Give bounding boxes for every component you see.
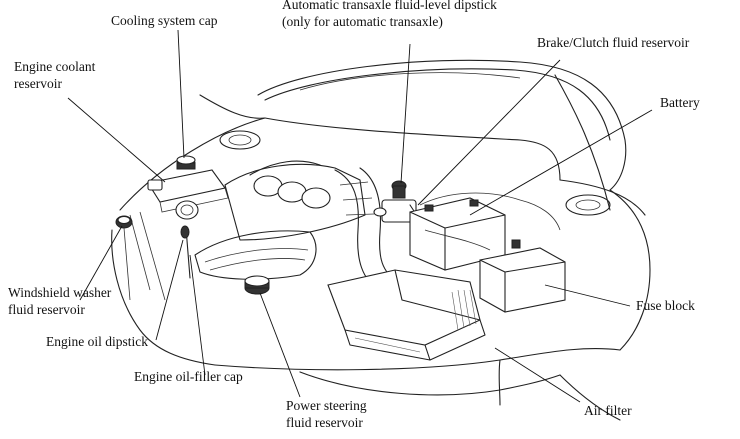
washer-cap-drawing — [115, 215, 133, 301]
round-cap-drawing — [175, 200, 199, 220]
hood — [257, 59, 627, 191]
label-cooling-system-cap: Cooling system cap — [111, 13, 218, 28]
oil-dipstick-drawing — [180, 225, 191, 279]
label-engine-coolant-reservoir: Engine coolant reservoir — [14, 59, 96, 91]
cooling-cap-drawing — [176, 155, 196, 170]
label-battery: Battery — [660, 95, 700, 110]
label-air-filter: Air filter — [584, 403, 632, 418]
label-engine-oil-filler-cap: Engine oil-filler cap — [134, 369, 243, 384]
label-fuse-block: Fuse block — [636, 298, 695, 313]
coolant-reservoir-drawing — [147, 169, 229, 213]
label-engine-oil-dipstick: Engine oil dipstick — [46, 334, 148, 349]
strut-tower-left — [219, 130, 261, 150]
power-steering-drawing — [244, 275, 270, 295]
front-bumper — [214, 348, 621, 421]
label-brake-clutch-reservoir: Brake/Clutch fluid reservoir — [537, 35, 690, 50]
left-fender — [111, 94, 266, 366]
air-filter-drawing — [327, 269, 486, 361]
firewall — [264, 117, 561, 181]
label-power-steering-reservoir: Power steering fluid reservoir — [286, 398, 367, 430]
fuse-block-drawing — [479, 239, 566, 313]
engine-cover — [194, 160, 366, 280]
wiring-harness — [419, 192, 561, 231]
hood-prop — [554, 74, 611, 211]
right-fender — [559, 179, 651, 351]
label-atf-dipstick: Automatic transaxle fluid-level dipstick… — [282, 0, 497, 29]
leader-lines — [67, 29, 653, 403]
label-washer-reservoir: Windshield washer fluid reservoir — [8, 285, 112, 317]
